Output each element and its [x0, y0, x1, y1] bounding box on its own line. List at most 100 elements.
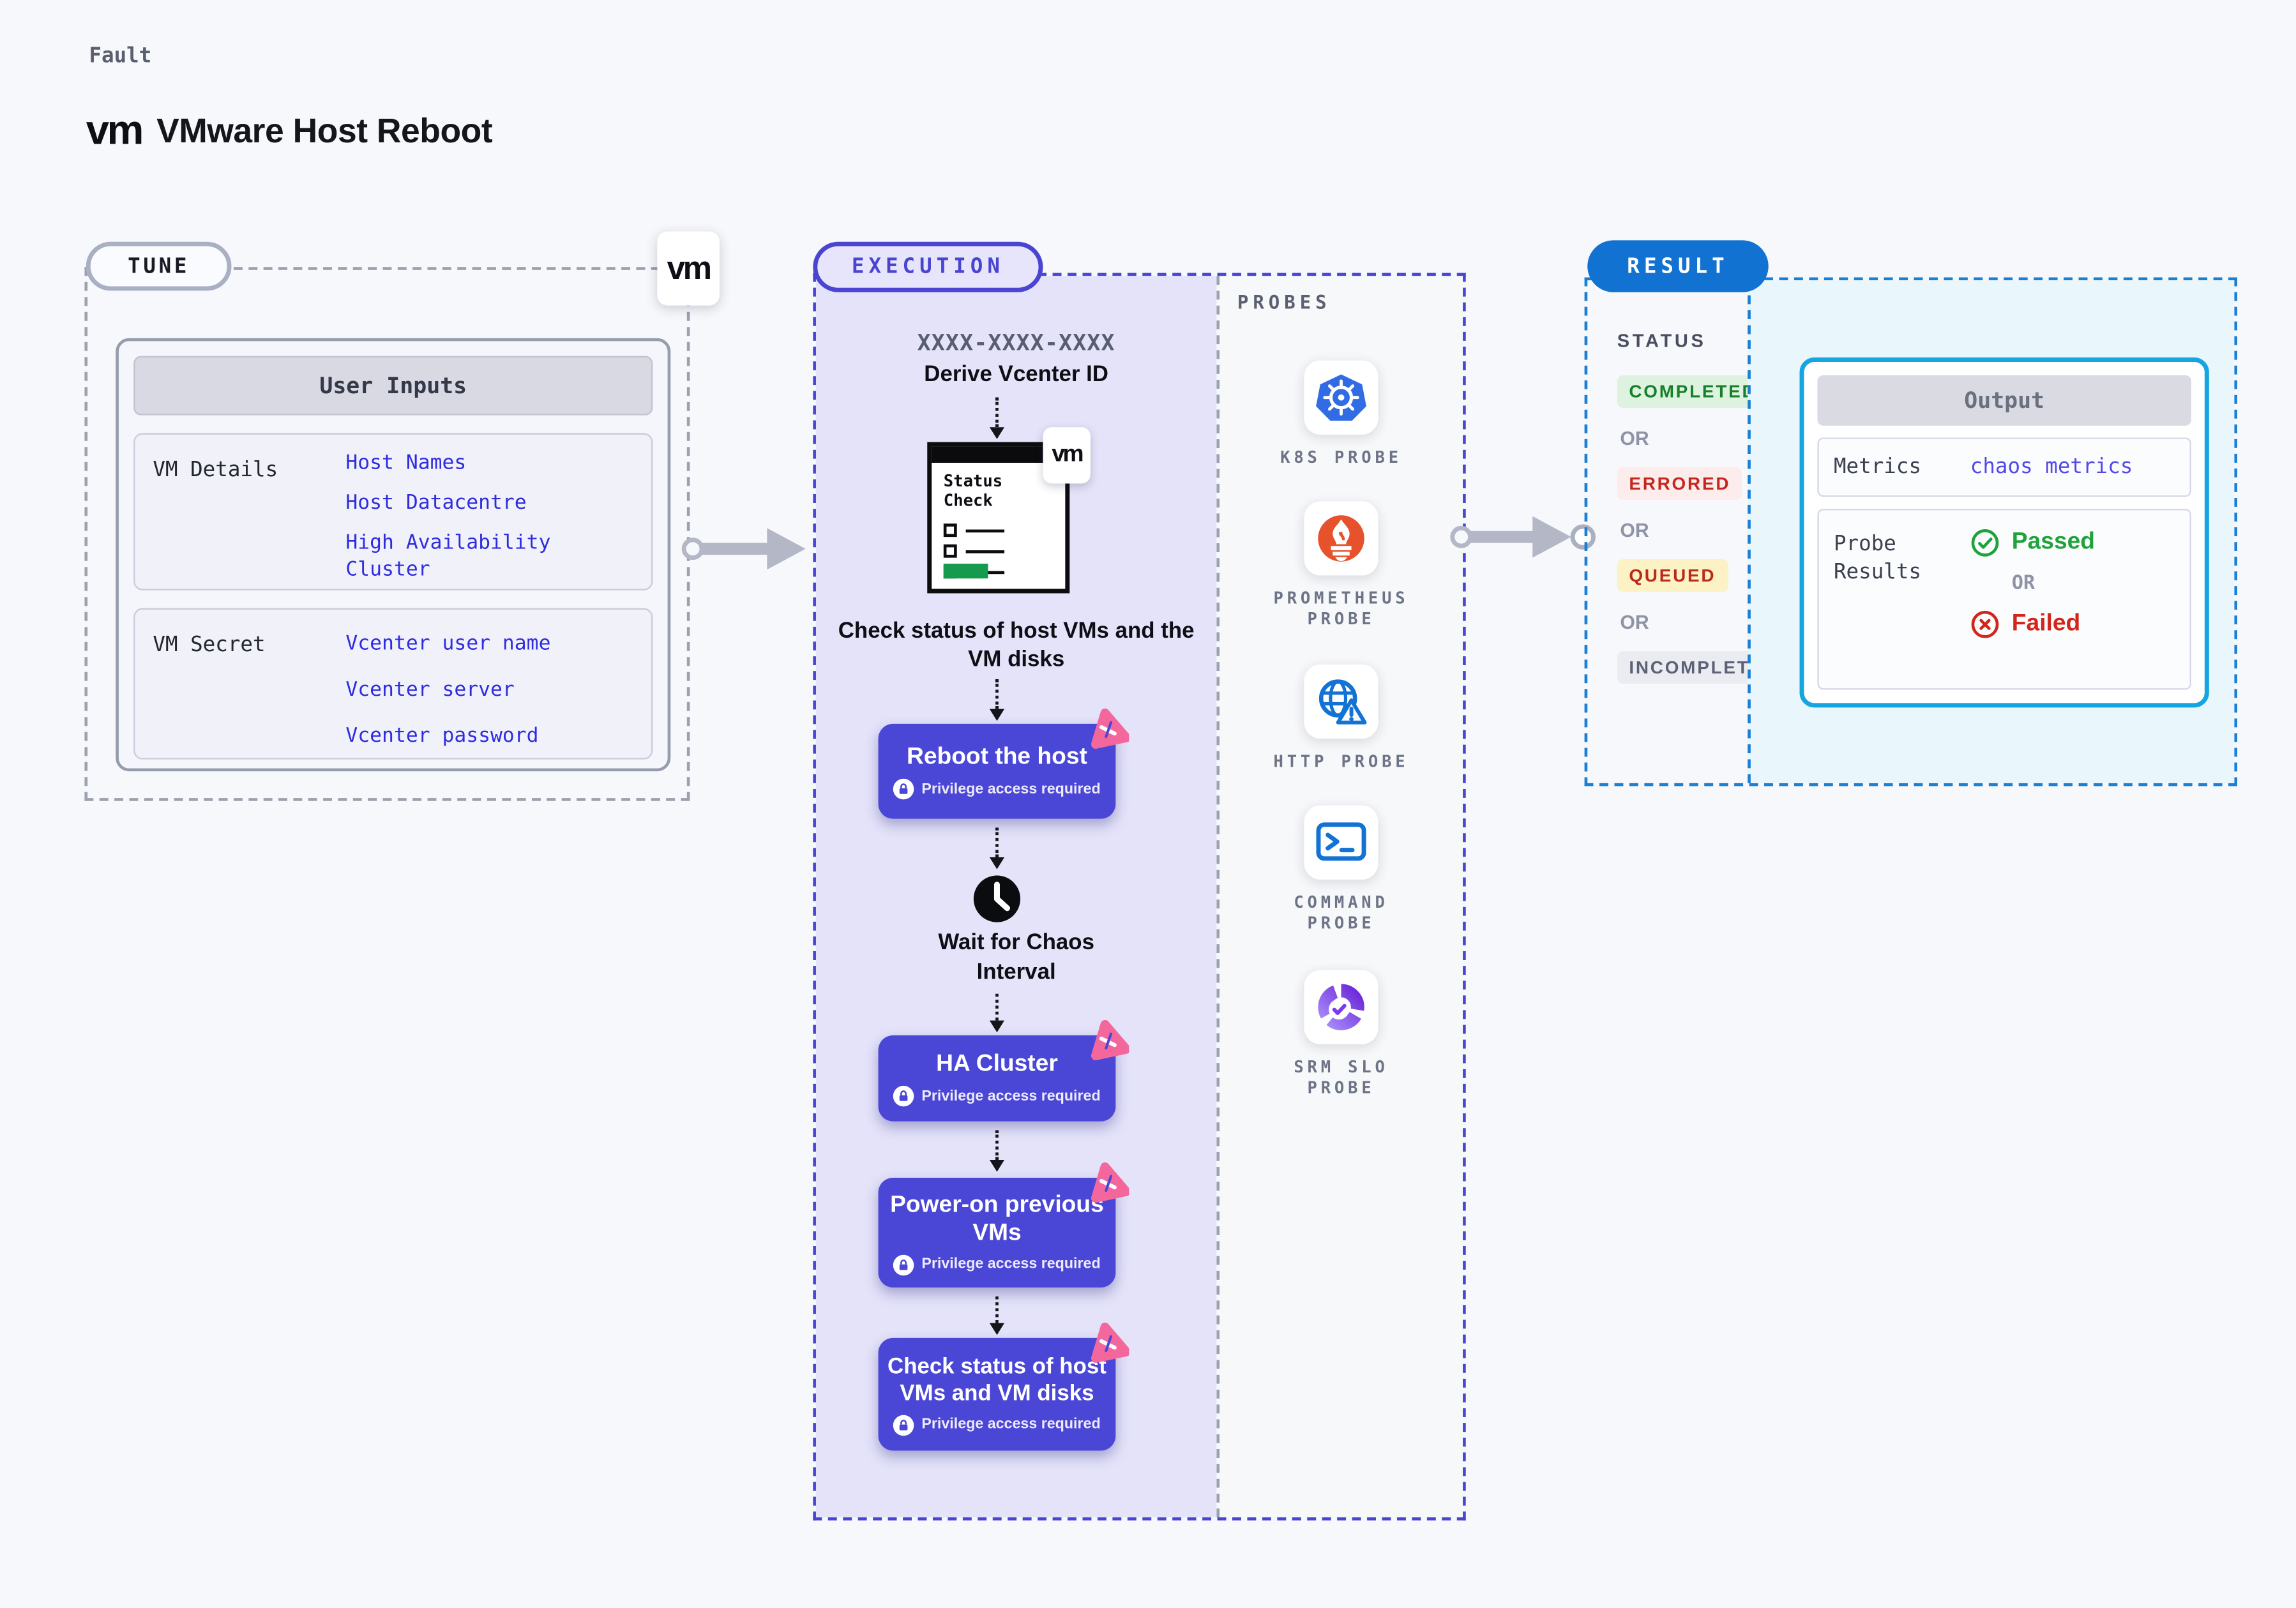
vm-details-row: VM Details Host Names Host Datacentre Hi…	[133, 433, 653, 590]
input-vcenter-user-name[interactable]: Vcenter user name	[345, 631, 551, 656]
flow-connector-arrow	[989, 679, 1005, 721]
wait-clock-icon	[971, 872, 1024, 926]
kubernetes-icon	[1304, 360, 1378, 435]
privilege-note: Privilege access required	[893, 1414, 1101, 1436]
privilege-note: Privilege access required	[893, 1085, 1101, 1107]
failed-label: Failed	[2011, 611, 2081, 636]
or-separator: OR	[1620, 611, 1649, 634]
metrics-row: Metrics chaos metrics	[1817, 437, 2191, 497]
probe-label: K8S PROBE	[1280, 447, 1402, 467]
slo-donut-check-icon	[1304, 970, 1378, 1044]
probes-title: PROBES	[1237, 290, 1331, 313]
lock-icon	[893, 1085, 914, 1107]
or-separator: OR	[2011, 572, 2035, 595]
probes-panel: PROBES K8S PROBE	[1216, 276, 1463, 1518]
execution-badge: EXECUTION	[813, 241, 1043, 292]
status-check-illustration: Status Check vm	[927, 427, 1091, 594]
status-check-title: Status Check	[943, 471, 1003, 511]
probe-label: HTTP PROBE	[1273, 752, 1409, 772]
flow-connector-arrow	[989, 397, 1005, 439]
checklist-line	[965, 529, 1005, 532]
page-header: vm VMware Host Reboot	[86, 107, 493, 153]
probe-k8s[interactable]: K8S PROBE	[1220, 360, 1463, 469]
output-title: Output	[1817, 375, 2191, 426]
x-circle-icon	[1971, 610, 1999, 638]
privilege-note-text: Privilege access required	[921, 781, 1101, 797]
step-power-on-previous-vms[interactable]: Power-on previous VMs Privilege access r…	[878, 1162, 1129, 1288]
metrics-label: Metrics	[1833, 455, 1922, 479]
probe-results-values: Passed OR Failed	[1970, 522, 2095, 677]
step-title: Power-on previous VMs	[890, 1192, 1104, 1245]
http-globe-warning-icon	[1304, 664, 1378, 739]
result-badge: RESULT	[1587, 240, 1769, 292]
flow-arrow-execution-to-result	[1450, 516, 1596, 558]
run-id-placeholder: XXXX-XXXX-XXXX	[917, 329, 1115, 356]
vm-details-label: VM Details	[153, 458, 278, 483]
flow-connector-arrow	[989, 827, 1005, 869]
step-check-status-host-vms[interactable]: Check status of host VMs and VM disks Pr…	[878, 1322, 1129, 1451]
probe-command[interactable]: COMMAND PROBE	[1220, 805, 1463, 935]
lock-icon	[893, 778, 914, 800]
status-check-window: Status Check	[927, 442, 1070, 594]
input-vcenter-password[interactable]: Vcenter password	[345, 723, 539, 748]
check-circle-icon	[1971, 529, 1999, 557]
vmware-logo-icon: vm	[667, 249, 712, 287]
status-column: STATUS COMPLETED OR ERRORED OR QUEUED OR…	[1587, 280, 1790, 783]
flow-connector-arrow	[989, 1296, 1005, 1335]
execution-flow-panel: XXXX-XXXX-XXXX Derive Vcenter ID Status …	[815, 276, 1217, 1518]
passed-result: Passed	[1970, 528, 2095, 557]
fault-kicker: Fault	[89, 44, 152, 68]
status-title: STATUS	[1617, 331, 1707, 352]
vm-secret-values: Vcenter user name Vcenter server Vcenter…	[345, 622, 633, 748]
probe-http[interactable]: HTTP PROBE	[1220, 664, 1463, 773]
vm-secret-label: VM Secret	[153, 633, 266, 657]
wait-for-chaos-label: Wait for Chaos Interval	[938, 929, 1094, 985]
status-pill-errored: ERRORED	[1617, 467, 1742, 500]
vmware-card: vm	[1043, 427, 1091, 484]
probe-prometheus[interactable]: PROMETHEUS PROBE	[1220, 501, 1463, 630]
vmware-logo-icon: vm	[86, 107, 144, 153]
status-pill-queued: QUEUED	[1617, 559, 1728, 592]
user-inputs-title: User Inputs	[133, 356, 653, 416]
step-ha-cluster[interactable]: HA Cluster Privilege access required	[878, 1019, 1129, 1122]
flow-connector-arrow	[989, 993, 1005, 1033]
vmware-logo-icon: vm	[1052, 442, 1084, 467]
step-title: HA Cluster	[936, 1051, 1058, 1077]
or-separator: OR	[1620, 519, 1649, 542]
privilege-note-text: Privilege access required	[921, 1256, 1101, 1273]
probe-label: COMMAND PROBE	[1294, 892, 1389, 933]
flow-connector-arrow	[989, 1130, 1005, 1172]
progress-bar	[943, 563, 988, 579]
flow-arrow-tune-to-execution	[681, 528, 806, 570]
litmus-chaos-icon	[1091, 1322, 1129, 1363]
derive-vcenter-label: Derive Vcenter ID	[924, 361, 1108, 387]
checkbox-icon	[943, 523, 957, 537]
input-host-names[interactable]: Host Names	[345, 451, 467, 475]
vmware-card: vm	[657, 231, 720, 306]
litmus-chaos-icon	[1091, 1162, 1129, 1203]
tune-section	[84, 267, 690, 801]
lock-icon	[893, 1414, 914, 1436]
result-section: STATUS COMPLETED OR ERRORED OR QUEUED OR…	[1584, 277, 2237, 786]
check-status-caption: Check status of host VMs and the VM disk…	[838, 618, 1195, 672]
privilege-note: Privilege access required	[893, 1254, 1101, 1275]
litmus-chaos-icon	[1091, 1019, 1129, 1060]
status-pill-completed: COMPLETED	[1617, 375, 1769, 408]
step-title: Reboot the host	[906, 744, 1087, 770]
probe-label: PROMETHEUS PROBE	[1273, 589, 1409, 629]
step-reboot-the-host[interactable]: Reboot the host Privilege access require…	[878, 708, 1129, 819]
output-panel: Output Metrics chaos metrics Probe Resul…	[1748, 280, 2235, 783]
execution-section: XXXX-XXXX-XXXX Derive Vcenter ID Status …	[813, 273, 1466, 1521]
input-vcenter-server[interactable]: Vcenter server	[345, 677, 515, 702]
input-host-datacentre[interactable]: Host Datacentre	[345, 491, 527, 515]
output-card: Output Metrics chaos metrics Probe Resul…	[1799, 357, 2209, 708]
litmus-chaos-icon	[1091, 708, 1129, 749]
probe-results-row: Probe Results Passed OR	[1817, 508, 2191, 690]
probe-srm-slo[interactable]: SRM SLO PROBE	[1220, 970, 1463, 1099]
privilege-note: Privilege access required	[893, 778, 1101, 800]
page-title: VMware Host Reboot	[156, 110, 493, 149]
metrics-value[interactable]: chaos metrics	[1970, 455, 2133, 479]
input-ha-cluster[interactable]: High Availability Cluster	[345, 530, 551, 582]
checkbox-icon	[943, 544, 957, 558]
